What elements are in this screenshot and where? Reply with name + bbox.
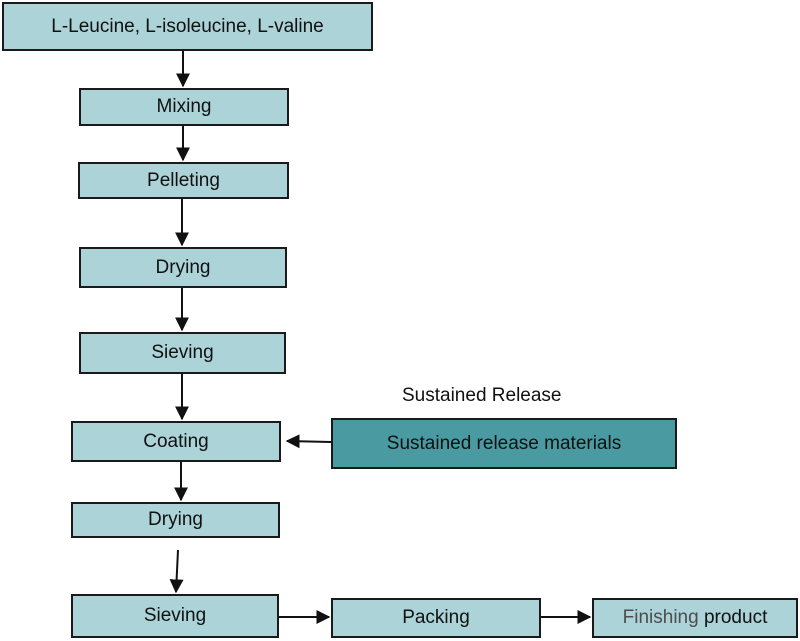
- arrow-drying-to-sieving-2: [169, 549, 184, 594]
- finishing-product-label: Finishing product: [623, 607, 768, 629]
- coating-box: Coating: [71, 421, 281, 462]
- pelleting-box: Pelleting: [78, 162, 289, 199]
- sustained-release-annotation: Sustained Release: [402, 385, 562, 406]
- drying-box-1: Drying: [79, 247, 287, 288]
- sieving-label-2: Sieving: [143, 605, 207, 626]
- finishing-word: Finishing: [622, 607, 699, 628]
- packing-box: Packing: [331, 598, 541, 638]
- sieving-label-1: Sieving: [151, 342, 214, 363]
- product-word: product: [703, 607, 768, 628]
- inputs-box: L-Leucine, L-isoleucine, L-valine: [2, 2, 373, 51]
- mixing-label: Mixing: [156, 96, 212, 117]
- packing-label: Packing: [402, 607, 470, 628]
- drying-box-2: Drying: [71, 502, 280, 538]
- finishing-product-box: Finishing product: [592, 598, 798, 638]
- drying-label-2: Drying: [148, 509, 203, 530]
- arrow-materials-to-coating: [285, 434, 332, 449]
- mixing-box: Mixing: [79, 88, 289, 126]
- inputs-label: L-Leucine, L-isoleucine, L-valine: [51, 15, 324, 37]
- pelleting-label: Pelleting: [147, 169, 220, 191]
- sustained-materials-box: Sustained release materials: [331, 418, 677, 469]
- sieving-box-1: Sieving: [79, 332, 286, 374]
- drying-label-1: Drying: [155, 256, 211, 278]
- sieving-box-2: Sieving: [71, 594, 279, 638]
- sustained-materials-label: Sustained release materials: [386, 432, 622, 454]
- coating-label: Coating: [143, 430, 209, 452]
